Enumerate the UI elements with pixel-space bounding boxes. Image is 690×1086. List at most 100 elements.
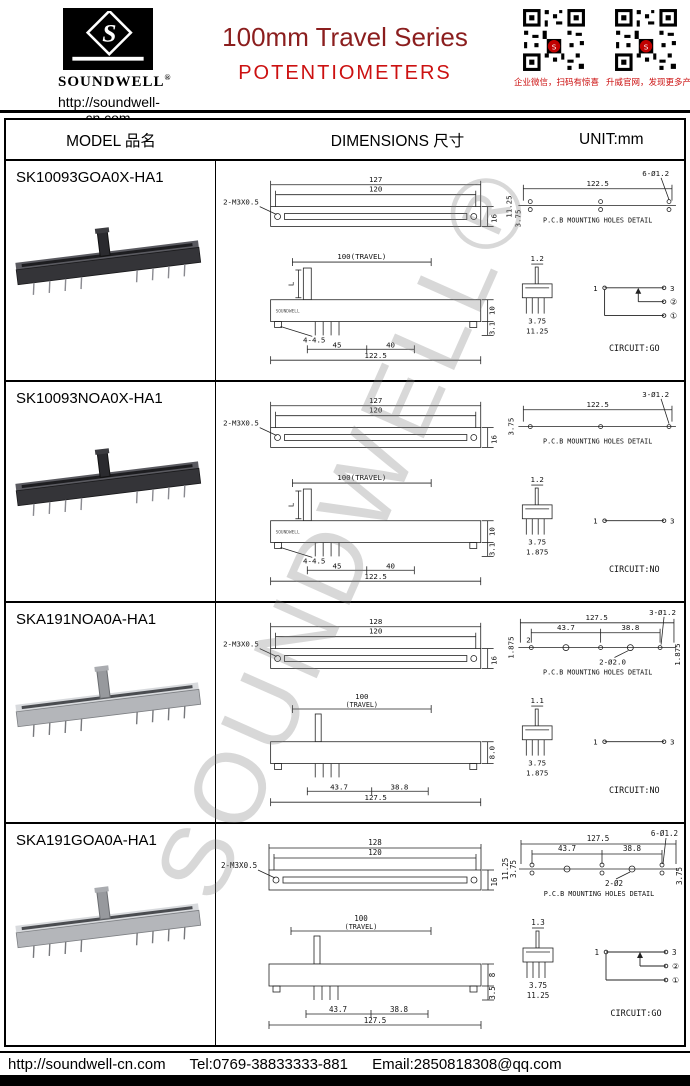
dim-label: 16	[490, 214, 499, 223]
dim-label: 2-M3X0.5	[223, 640, 259, 649]
qr-block: S 企业微信，扫码有惊喜 升威官网，发现更多产品	[514, 8, 690, 88]
terminal-label: 1	[594, 948, 599, 957]
dim-label: 128	[369, 617, 382, 626]
dimension-drawing: 127 120 2-M3X0.5 16 122.5 3-Ø1.2 3.75 P.…	[223, 390, 676, 586]
terminal-label: ①	[670, 312, 677, 321]
circuit-diagram	[602, 739, 667, 744]
svg-text:S: S	[552, 42, 557, 51]
registered-mark: ®	[164, 73, 171, 82]
footer: http://soundwell-cn.com Tel:0769-3883333…	[0, 1051, 690, 1086]
terminal-label: ②	[670, 298, 677, 307]
dim-label: L	[286, 281, 295, 286]
dim-label: 1.1	[531, 696, 544, 705]
dimension-drawing: 128 120 2-M3X0.5 16	[221, 829, 684, 1029]
dim-label: 10	[488, 527, 497, 536]
dim-label: 1.875	[673, 643, 682, 665]
model-name: SKA191NOA0A-HA1	[16, 611, 157, 628]
product-photo	[15, 886, 202, 958]
dim-label: 45	[333, 340, 342, 349]
dim-label: 2-Ø2.0	[599, 657, 626, 666]
dim-label: (TRAVEL)	[345, 923, 378, 931]
column-header-dimensions: DIMENSIONS 尺寸	[330, 132, 465, 150]
dim-label: 43.7	[557, 623, 575, 632]
dim-label: 2	[526, 636, 530, 645]
dim-label: 43.7	[329, 1005, 347, 1014]
pcb-holes-detail	[518, 398, 676, 429]
dim-label: 3-Ø1.2	[649, 608, 676, 617]
dim-label: 120	[369, 627, 382, 636]
table-header-row: MODEL 品名 DIMENSIONS 尺寸 UNIT:mm	[6, 120, 684, 161]
terminal-label: 1	[593, 517, 597, 526]
dimension-drawing: 128 120 2-M3X0.5 16 127.5	[223, 608, 682, 807]
column-header-unit: UNIT:mm	[579, 130, 644, 148]
svg-text:S: S	[102, 19, 116, 48]
dim-label: L	[286, 502, 295, 507]
qr-wechat: S 企业微信，扫码有惊喜	[514, 8, 600, 88]
side-view	[270, 479, 494, 586]
dim-label: 40	[386, 561, 395, 570]
dim-label: 38.8	[391, 782, 409, 791]
dim-label: 2-Ø2	[605, 879, 623, 888]
dim-label: 4-4.5	[303, 556, 325, 565]
dim-label: 122.5	[586, 179, 608, 188]
dim-label: 120	[369, 406, 382, 415]
dim-label: 3.75	[509, 860, 518, 878]
front-view	[522, 927, 554, 978]
dim-label: 3-Ø1.2	[642, 390, 669, 399]
brand-label: SOUNDWELL	[276, 309, 300, 315]
dim-label: 6-Ø1.2	[651, 829, 678, 838]
dim-label: (TRAVEL)	[346, 701, 378, 709]
product-photo	[15, 448, 202, 516]
title-block: 100mm Travel Series POTENTIOMETERS	[170, 22, 520, 85]
qr-code-icon	[614, 8, 678, 72]
column-header-model: MODEL 品名	[66, 132, 156, 150]
dim-label: 6-Ø1.2	[642, 169, 669, 178]
dim-label: 2-M3X0.5	[223, 198, 259, 207]
page-subtitle: POTENTIOMETERS	[238, 62, 452, 84]
top-view	[257, 844, 494, 891]
dim-label: 1.3	[531, 918, 545, 927]
model-name: SK10093NOA0X-HA1	[16, 390, 163, 407]
terminal-label: 3	[670, 517, 674, 526]
dim-label: 10	[488, 306, 497, 315]
side-view	[268, 927, 494, 1029]
table-row: SKA191GOA0A-HA1	[6, 824, 684, 1045]
terminal-label: 1	[593, 738, 597, 747]
dimensions-cell: 128 120 2-M3X0.5 16	[216, 824, 684, 1045]
table-row: SK10093GOA0X-HA1	[6, 161, 684, 382]
dim-label: 3.1	[488, 543, 497, 556]
model-cell: SKA191NOA0A-HA1	[6, 603, 216, 822]
dim-label: 127.5	[587, 834, 610, 843]
dim-label: 43.7	[558, 844, 576, 853]
dim-label: 120	[368, 848, 382, 857]
model-cell: SK10093NOA0X-HA1	[6, 382, 216, 601]
dim-label: 1.2	[531, 475, 544, 484]
terminal-label: 3	[672, 948, 677, 957]
dim-label: 3.75	[528, 759, 546, 768]
terminal-label: 1	[593, 284, 597, 293]
table-row: SKA191NOA0A-HA1	[6, 603, 684, 824]
dim-label: 127.5	[365, 793, 387, 802]
dim-label: 3.75	[528, 317, 546, 326]
dim-label: 11.25	[501, 858, 510, 881]
header-divider	[0, 110, 690, 113]
dimensions-cell: 127 120 2-M3X0.5 16 122.5 6-Ø1.2 11.25	[216, 161, 684, 380]
footer-contact: http://soundwell-cn.com Tel:0769-3883333…	[0, 1051, 690, 1075]
dim-label: 45	[333, 561, 342, 570]
dim-label: 38.8	[621, 623, 639, 632]
dim-label: 100	[355, 692, 368, 701]
product-photo	[15, 665, 202, 737]
qr-caption: 企业微信，扫码有惊喜	[514, 77, 600, 87]
spec-table: MODEL 品名 DIMENSIONS 尺寸 UNIT:mm SK10093GO…	[4, 118, 686, 1047]
dimensions-cell: 127 120 2-M3X0.5 16 122.5 3-Ø1.2 3.75 P.…	[216, 382, 684, 601]
footer-email: Email:2850818308@qq.com	[372, 1056, 562, 1073]
qr-code-icon: S	[522, 8, 586, 72]
dim-label: 100(TRAVEL)	[337, 252, 386, 261]
dim-label: 40	[386, 340, 395, 349]
dim-label: 3.75	[529, 981, 547, 990]
dim-label: 100(TRAVEL)	[337, 473, 386, 482]
dim-label: 8	[488, 972, 497, 977]
footer-bar	[0, 1075, 690, 1086]
dim-label: 16	[490, 656, 499, 665]
